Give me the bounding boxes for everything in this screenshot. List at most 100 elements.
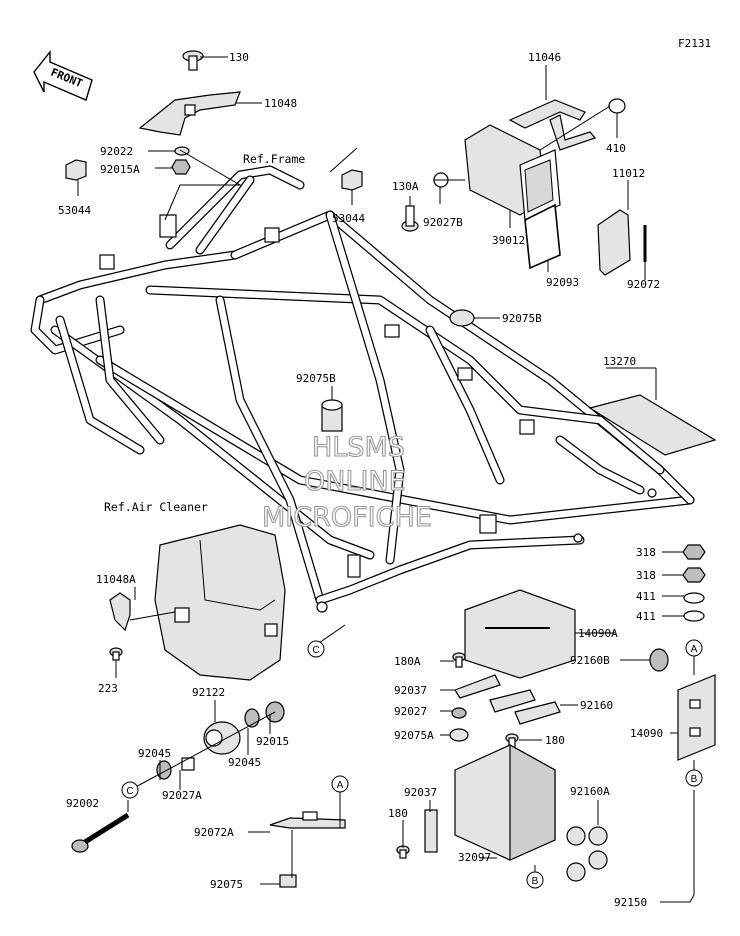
label-14090: 14090 [630, 727, 663, 740]
callout-c-frame: C [307, 640, 325, 658]
label-92022: 92022 [100, 145, 133, 158]
callout-a-plate: A [685, 639, 703, 657]
label-92002: 92002 [66, 797, 99, 810]
part-washer-92027 [451, 707, 467, 719]
part-damper-92160B [649, 648, 669, 672]
label-92160A: 92160A [570, 785, 610, 798]
label-92150: 92150 [614, 896, 647, 909]
part-nut-92015A [171, 159, 191, 175]
label-410: 410 [606, 142, 626, 155]
part-gasket-92093 [524, 203, 561, 270]
label-53044-mid: 53044 [332, 212, 365, 225]
part-strap-92037-low [424, 809, 438, 853]
label-11048A: 11048A [96, 573, 136, 586]
part-strap-92037-top [454, 674, 501, 699]
part-battery-14090A [464, 589, 576, 679]
part-cover-11012 [597, 209, 631, 276]
svg-text:HLSMS: HLSMS [312, 432, 405, 463]
label-223: 223 [98, 682, 118, 695]
part-bracket-11048 [138, 91, 241, 136]
part-mount-92122 [203, 721, 241, 755]
label-180-left: 180 [388, 807, 408, 820]
part-tray-32097 [454, 743, 556, 861]
svg-text:C: C [126, 786, 133, 797]
label-92075B-mid: 92075B [296, 372, 336, 385]
label-11012: 11012 [612, 167, 645, 180]
part-collar-92075A [449, 728, 469, 742]
part-block-53044-mid [341, 169, 363, 191]
svg-text:MICROFICHE: MICROFICHE [262, 502, 432, 533]
svg-text:C: C [312, 645, 319, 656]
figure-code: F2131 [678, 37, 711, 50]
part-collar-92075B-top [449, 309, 475, 327]
callout-a-strap: A [331, 775, 349, 793]
label-130: 130 [229, 51, 249, 64]
part-bolt-130 [182, 50, 204, 71]
part-box-39012 [464, 124, 561, 221]
label-32097: 32097 [458, 851, 491, 864]
label-92027A: 92027A [162, 789, 202, 802]
part-bracket-11046 [508, 99, 597, 151]
svg-text:A: A [691, 644, 698, 655]
part-plate-14090 [677, 674, 716, 761]
part-washer-92045-a [156, 760, 172, 780]
part-bracket-11048A [109, 592, 131, 632]
part-bolt-223 [109, 647, 123, 661]
label-318-b: 318 [636, 569, 656, 582]
part-block-53044-left [65, 159, 87, 181]
label-92072: 92072 [627, 278, 660, 291]
part-strap-92072A [269, 811, 346, 829]
callout-b-plate: B [685, 769, 703, 787]
label-411-b: 411 [636, 610, 656, 623]
label-92015A: 92015A [100, 163, 140, 176]
part-washer-411-a [683, 592, 705, 604]
part-washer-410 [608, 98, 626, 114]
label-92027B: 92027B [423, 216, 463, 229]
leader-lines [77, 56, 695, 903]
label-53044-left: 53044 [58, 204, 91, 217]
frame-drawing [30, 165, 695, 613]
label-92037-top: 92037 [394, 684, 427, 697]
label-92015: 92015 [256, 735, 289, 748]
front-arrow-icon: FRONT [33, 50, 93, 101]
svg-text:B: B [532, 876, 539, 887]
part-bolt-92002 [71, 812, 130, 853]
label-13270: 13270 [603, 355, 636, 368]
label-92075A: 92075A [394, 729, 434, 742]
watermark: HLSMS ONLINE MICROFICHE [261, 431, 432, 533]
label-180-right: 180 [545, 734, 565, 747]
label-92122: 92122 [192, 686, 225, 699]
air-cleaner-drawing [154, 524, 286, 681]
part-collar-92075 [279, 874, 297, 888]
label-92160B: 92160B [570, 654, 610, 667]
label-92045-b: 92045 [228, 756, 261, 769]
part-collar-92075B-mid [321, 399, 343, 432]
part-collar-92027A [181, 757, 195, 771]
label-11048: 11048 [264, 97, 297, 110]
label-130A: 130A [392, 180, 419, 193]
label-92160: 92160 [580, 699, 613, 712]
label-92072A: 92072A [194, 826, 234, 839]
part-plate-13270 [588, 394, 717, 456]
label-92075B-top: 92075B [502, 312, 542, 325]
part-bolt-180-right [505, 733, 519, 749]
callout-b-tray: B [526, 871, 544, 889]
part-bolt-130A [401, 205, 419, 232]
label-14090A: 14090A [578, 627, 618, 640]
part-pads-92160A [566, 826, 608, 882]
svg-text:B: B [691, 774, 698, 785]
part-labels: 130 11048 92022 92015A 53044 53044 11046… [58, 51, 663, 909]
label-92075: 92075 [210, 878, 243, 891]
label-39012: 39012 [492, 234, 525, 247]
part-nut-318-b [682, 567, 706, 583]
part-washer-411-b [683, 610, 705, 622]
label-318-a: 318 [636, 546, 656, 559]
ref-air-cleaner-label: Ref.Air Cleaner [104, 500, 208, 514]
svg-text:A: A [337, 780, 344, 791]
ref-frame-label: Ref.Frame [243, 152, 305, 166]
part-rod-92150 [682, 790, 695, 903]
label-11046: 11046 [528, 51, 561, 64]
svg-text:ONLINE: ONLINE [304, 466, 406, 497]
label-92093: 92093 [546, 276, 579, 289]
